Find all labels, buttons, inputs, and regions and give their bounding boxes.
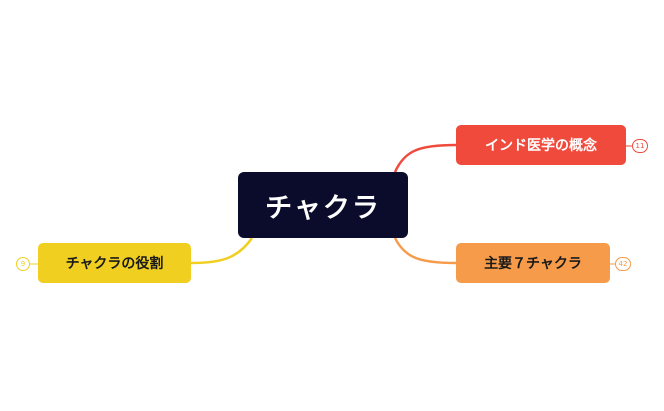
- collapsed-count-badge-main-seven[interactable]: 42: [615, 257, 631, 271]
- topic-indian-medicine[interactable]: インド医学の概念: [456, 125, 626, 165]
- collapsed-count-badge-role[interactable]: 9: [16, 257, 30, 271]
- topic-main-seven[interactable]: 主要７チャクラ: [456, 243, 610, 283]
- central-topic[interactable]: チャクラ: [238, 172, 408, 238]
- topic-role-label: チャクラの役割: [65, 256, 164, 272]
- topic-main-seven-label: 主要７チャクラ: [484, 256, 582, 272]
- collapsed-count-badge-indian-medicine[interactable]: 11: [632, 139, 648, 153]
- connector-main-seven: [393, 237, 457, 265]
- topic-role[interactable]: チャクラの役割: [38, 243, 191, 283]
- topic-indian-medicine-label: インド医学の概念: [485, 138, 597, 154]
- central-topic-label: チャクラ: [265, 192, 381, 224]
- connector-role: [190, 237, 254, 265]
- connector-indian-medicine: [393, 143, 457, 173]
